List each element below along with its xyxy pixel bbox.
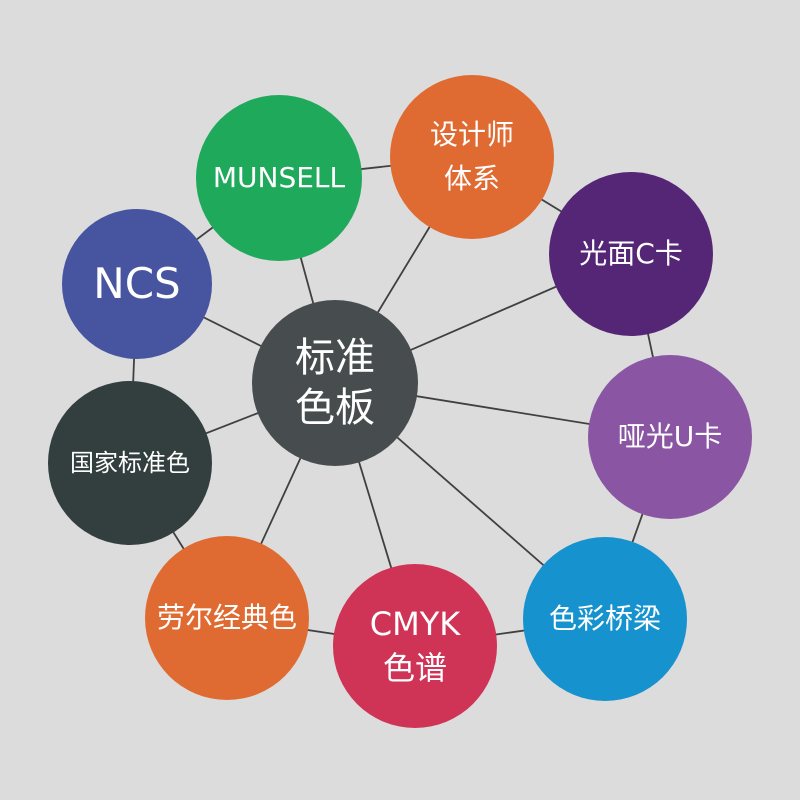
node-matte-u-card: 哑光U卡 (588, 355, 752, 519)
center-label-line-2: 色板 (295, 385, 375, 431)
node-ncs: NCS (62, 209, 212, 359)
node-label: 国家标准色 (70, 449, 190, 477)
node-glossy-c-card: 光面C卡 (549, 172, 713, 336)
node-national-standard: 国家标准色 (48, 381, 212, 545)
node-label: 色彩桥梁 (548, 602, 661, 635)
node-munsell: MUNSELL (196, 95, 362, 261)
node-design-system: 设计师 体系 (390, 75, 554, 239)
node-label-line-2: 体系 (443, 162, 500, 195)
node-label-line-1: 设计师 (429, 118, 514, 151)
node-ral-classic: 劳尔经典色 (145, 536, 309, 700)
node-label: NCS (93, 259, 181, 308)
node-color-bridge: 色彩桥梁 (523, 537, 687, 701)
node-label-line-1: CMYK (369, 605, 461, 643)
node-label: 光面C卡 (579, 237, 683, 270)
node-label: 哑光U卡 (617, 420, 723, 453)
node-label: MUNSELL (212, 161, 346, 194)
node-label: 劳尔经典色 (156, 601, 297, 634)
center-node-standard-palette: 标准 色板 (252, 300, 418, 466)
node-label-line-2: 色谱 (382, 649, 447, 687)
center-label-line-1: 标准 (295, 335, 375, 381)
node-cmyk-chart: CMYK 色谱 (333, 564, 497, 728)
